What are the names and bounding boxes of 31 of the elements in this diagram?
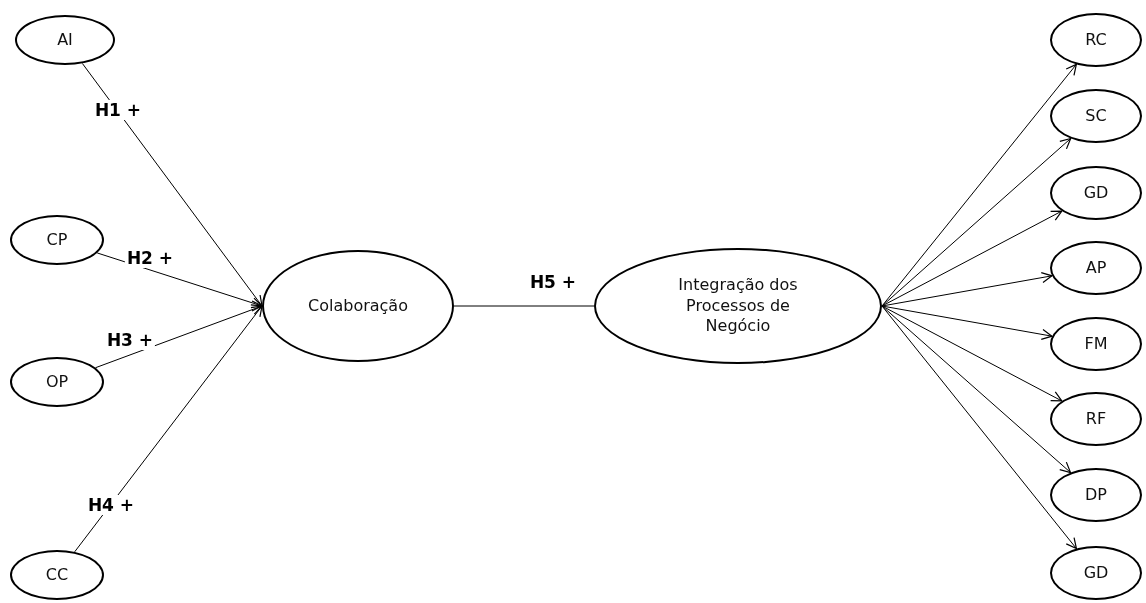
node-label: OP (45, 371, 69, 393)
ellipse-node (1050, 392, 1142, 446)
ellipse-node (1050, 89, 1142, 143)
connector-line (453, 305, 595, 307)
node-label: RF (1085, 408, 1107, 430)
node-label: Integração dos Processos de Negócio (677, 274, 799, 338)
node-label: CC (45, 564, 69, 586)
node-label: CP (46, 229, 68, 251)
arrow (881, 272, 1053, 307)
node-label: SC (1085, 105, 1107, 127)
ellipse-node (1050, 166, 1142, 220)
node-label: DP (1085, 484, 1107, 506)
node-label: AI (57, 29, 73, 51)
node-label: GD (1083, 562, 1109, 584)
node-label: Colaboração (308, 295, 408, 317)
arrow (881, 305, 1053, 340)
ellipse-node (10, 357, 104, 407)
node-label: FM (1084, 333, 1108, 355)
arrow (96, 252, 263, 309)
arrow (881, 305, 1063, 402)
arrow (81, 62, 263, 307)
arrow (881, 210, 1063, 307)
arrow (881, 63, 1077, 307)
node-label: RC (1085, 29, 1107, 51)
ellipse-node (1050, 468, 1142, 522)
arrow (881, 305, 1077, 550)
arrow (95, 304, 263, 369)
arrow (881, 137, 1072, 307)
node-label: GD (1083, 182, 1109, 204)
node-label: AP (1085, 257, 1107, 279)
arrow (74, 305, 263, 553)
